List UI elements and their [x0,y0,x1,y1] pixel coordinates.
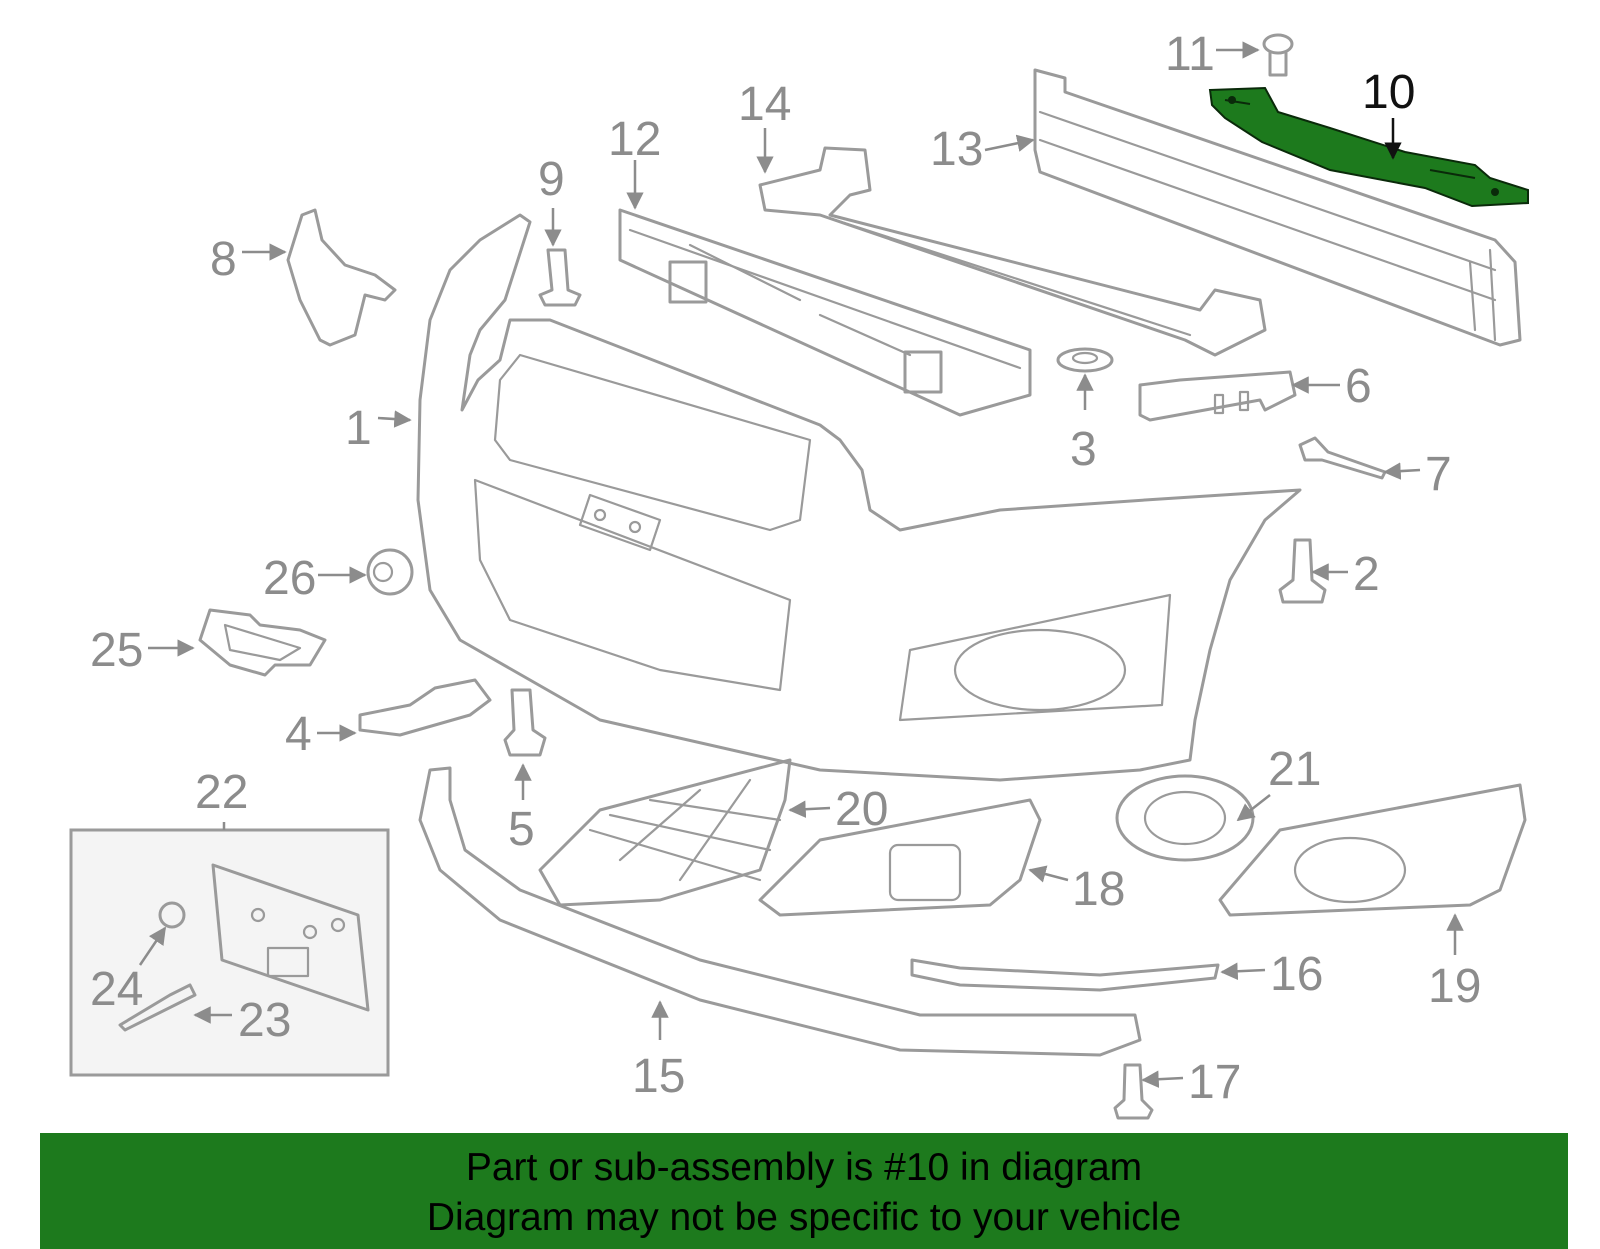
callout-24: 24 [90,963,143,1016]
callout-1: 1 [345,402,372,455]
callout-9: 9 [538,153,565,206]
part-22-inset [69,828,390,1077]
part-15-lower-fascia [418,766,1142,1057]
callout-11: 11 [1165,28,1215,81]
part-10-highlighted [1208,86,1529,208]
part-4-bracket [358,678,492,737]
part-5-pushpin [503,688,547,757]
callout-8: 8 [210,233,237,286]
callout-numbers: 1 2 3 4 5 6 7 8 9 10 11 12 13 14 15 16 1… [90,28,1481,1109]
part-18-bezel [758,798,1042,917]
callout-10-highlighted: 10 [1362,66,1415,119]
part-16-molding [910,958,1220,992]
callout-3: 3 [1070,423,1097,476]
part-3-grommet [1056,347,1114,373]
part-20-grille [538,758,792,907]
callout-22: 22 [195,766,248,819]
part-12-absorber [618,208,1032,417]
part-11-bolt [1262,33,1294,77]
callout-16: 16 [1270,948,1323,1001]
part-19-bezel [1218,783,1527,917]
callout-18: 18 [1072,863,1125,916]
callout-2: 2 [1353,548,1380,601]
part-7-screw [1298,436,1387,480]
part-25-emblem [198,608,327,677]
callout-6: 6 [1345,360,1372,413]
banner-line-1: Part or sub-assembly is #10 in diagram [465,1146,1143,1189]
part-2-pushpin [1278,538,1327,604]
callout-12: 12 [608,113,661,166]
callout-25: 25 [90,624,143,677]
callout-13: 13 [930,123,983,176]
callout-15: 15 [632,1050,685,1103]
callout-5: 5 [508,803,535,856]
part-13-impact-bar [1033,68,1522,347]
callout-7: 7 [1425,448,1452,501]
callout-21: 21 [1268,743,1321,796]
part-21-fog-lamp [1115,774,1255,862]
part-1-fascia [416,213,1302,782]
part-9-pushpin [538,248,582,307]
callout-lines [138,41,1464,1088]
callout-19: 19 [1428,960,1481,1013]
banner-line-2: Diagram may not be specific to your vehi… [426,1196,1182,1239]
callout-26: 26 [263,552,316,605]
callout-20: 20 [835,783,888,836]
callout-4: 4 [285,708,312,761]
part-8-bracket [286,208,397,347]
part-17-pushpin [1113,1063,1154,1120]
callout-14: 14 [738,78,791,131]
callout-17: 17 [1188,1056,1241,1109]
part-6-bracket [1138,370,1297,422]
callout-23: 23 [238,994,291,1047]
part-14-reinforcement [758,146,1267,357]
info-banner: Part or sub-assembly is #10 in diagram D… [40,1133,1568,1249]
part-26-nut [366,548,414,596]
